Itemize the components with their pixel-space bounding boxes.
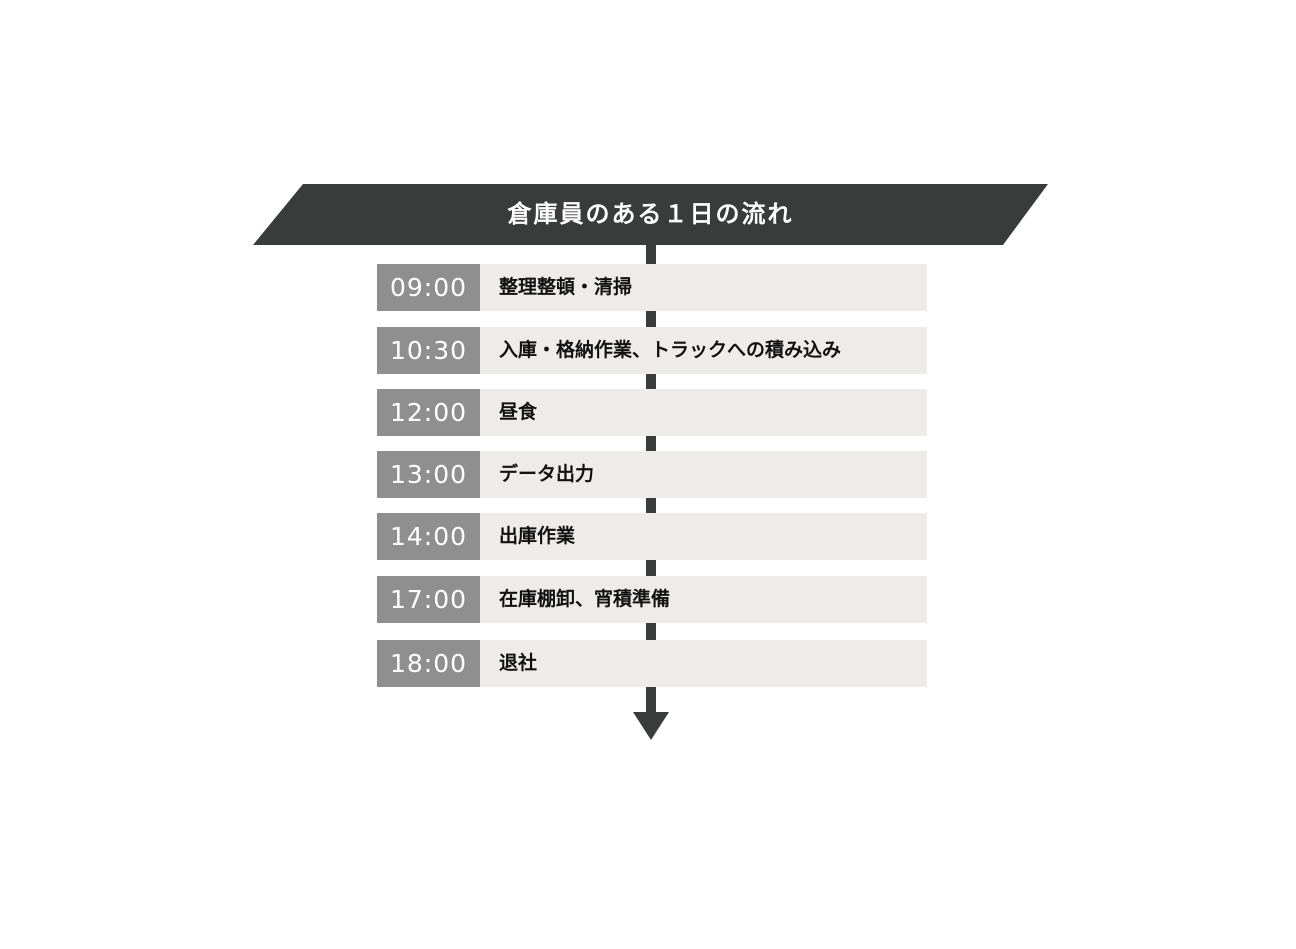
title-banner: 倉庫員のある１日の流れ bbox=[253, 184, 1048, 245]
schedule-row: 18:00 退社 bbox=[377, 640, 927, 687]
schedule-row: 09:00 整理整頓・清掃 bbox=[377, 264, 927, 311]
time-label: 12:00 bbox=[377, 389, 480, 436]
time-label: 09:00 bbox=[377, 264, 480, 311]
schedule-row: 10:30 入庫・格納作業、トラックへの積み込み bbox=[377, 327, 927, 374]
time-label: 14:00 bbox=[377, 513, 480, 560]
time-label: 13:00 bbox=[377, 451, 480, 498]
page-title: 倉庫員のある１日の流れ bbox=[507, 200, 794, 228]
task-label: データ出力 bbox=[480, 451, 927, 498]
task-label: 昼食 bbox=[480, 389, 927, 436]
schedule-row: 14:00 出庫作業 bbox=[377, 513, 927, 560]
task-label: 入庫・格納作業、トラックへの積み込み bbox=[480, 327, 927, 374]
task-label: 在庫棚卸、宵積準備 bbox=[480, 576, 927, 623]
task-label: 出庫作業 bbox=[480, 513, 927, 560]
task-label: 整理整頓・清掃 bbox=[480, 264, 927, 311]
timeline-arrow-down-icon bbox=[633, 712, 669, 740]
schedule-row: 12:00 昼食 bbox=[377, 389, 927, 436]
schedule-row: 13:00 データ出力 bbox=[377, 451, 927, 498]
time-label: 10:30 bbox=[377, 327, 480, 374]
schedule-row: 17:00 在庫棚卸、宵積準備 bbox=[377, 576, 927, 623]
schedule-list: 09:00 整理整頓・清掃 10:30 入庫・格納作業、トラックへの積み込み 1… bbox=[377, 0, 927, 949]
time-label: 17:00 bbox=[377, 576, 480, 623]
time-label: 18:00 bbox=[377, 640, 480, 687]
task-label: 退社 bbox=[480, 640, 927, 687]
